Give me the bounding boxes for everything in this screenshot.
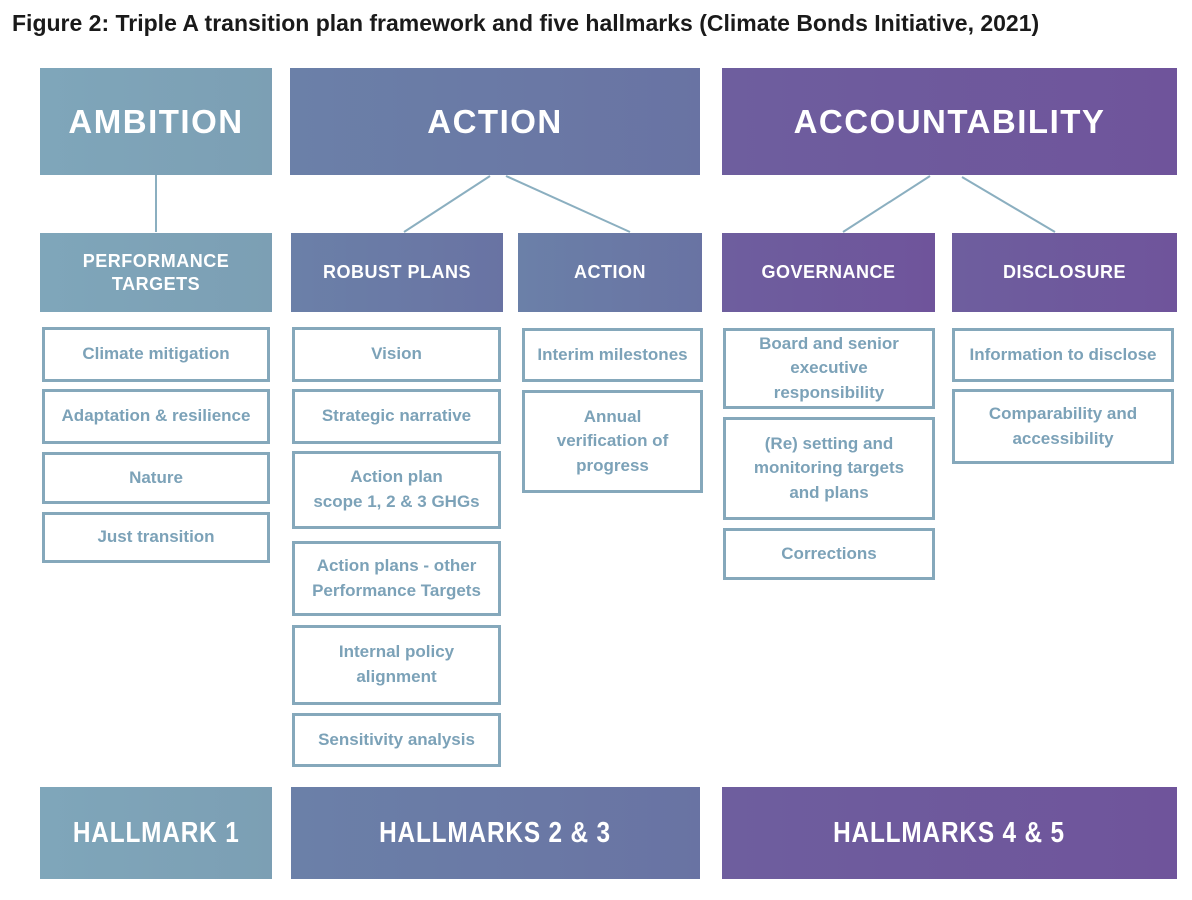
connector-accountability-left xyxy=(842,175,931,233)
item-climate-mitigation: Climate mitigation xyxy=(42,327,270,382)
header-ambition: AMBITION xyxy=(40,68,272,175)
subheader-governance: GOVERNANCE xyxy=(722,233,935,312)
item-action-plan-scope: Action plan scope 1, 2 & 3 GHGs xyxy=(292,451,501,529)
item-board-responsibility: Board and senior executive responsibilit… xyxy=(723,328,935,409)
connector-accountability-right xyxy=(961,176,1056,233)
header-accountability: ACCOUNTABILITY xyxy=(722,68,1177,175)
connector-action-right xyxy=(505,175,631,233)
item-action-plans-other: Action plans - other Performance Targets xyxy=(292,541,501,616)
item-adaptation-resilience: Adaptation & resilience xyxy=(42,389,270,444)
hallmarks-2-3-bar: HALLMARKS 2 & 3 xyxy=(291,787,700,879)
hallmarks-4-5-label: HALLMARKS 4 & 5 xyxy=(833,816,1066,849)
item-vision: Vision xyxy=(292,327,501,382)
item-strategic-narrative: Strategic narrative xyxy=(292,389,501,444)
subheader-performance-targets: PERFORMANCE TARGETS xyxy=(40,233,272,312)
subheader-action: ACTION xyxy=(518,233,702,312)
header-action: ACTION xyxy=(290,68,700,175)
figure-title: Figure 2: Triple A transition plan frame… xyxy=(12,10,1040,36)
item-internal-policy-alignment: Internal policy alignment xyxy=(292,625,501,705)
hallmark-1-label: HALLMARK 1 xyxy=(72,816,240,849)
item-sensitivity-analysis: Sensitivity analysis xyxy=(292,713,501,767)
item-just-transition: Just transition xyxy=(42,512,270,563)
item-annual-verification: Annual verification of progress xyxy=(522,390,703,493)
item-comparability-accessibility: Comparability and accessibility xyxy=(952,389,1174,464)
hallmarks-4-5-bar: HALLMARKS 4 & 5 xyxy=(722,787,1177,879)
item-corrections: Corrections xyxy=(723,528,935,580)
hallmark-1-bar: HALLMARK 1 xyxy=(40,787,272,879)
item-interim-milestones: Interim milestones xyxy=(522,328,703,382)
item-nature: Nature xyxy=(42,452,270,504)
item-resetting-monitoring: (Re) setting and monitoring targets and … xyxy=(723,417,935,520)
subheader-robust-plans: ROBUST PLANS xyxy=(291,233,503,312)
hallmarks-2-3-label: HALLMARKS 2 & 3 xyxy=(379,816,612,849)
subheader-disclosure: DISCLOSURE xyxy=(952,233,1177,312)
connector-action-left xyxy=(403,175,491,233)
item-information-to-disclose: Information to disclose xyxy=(952,328,1174,382)
